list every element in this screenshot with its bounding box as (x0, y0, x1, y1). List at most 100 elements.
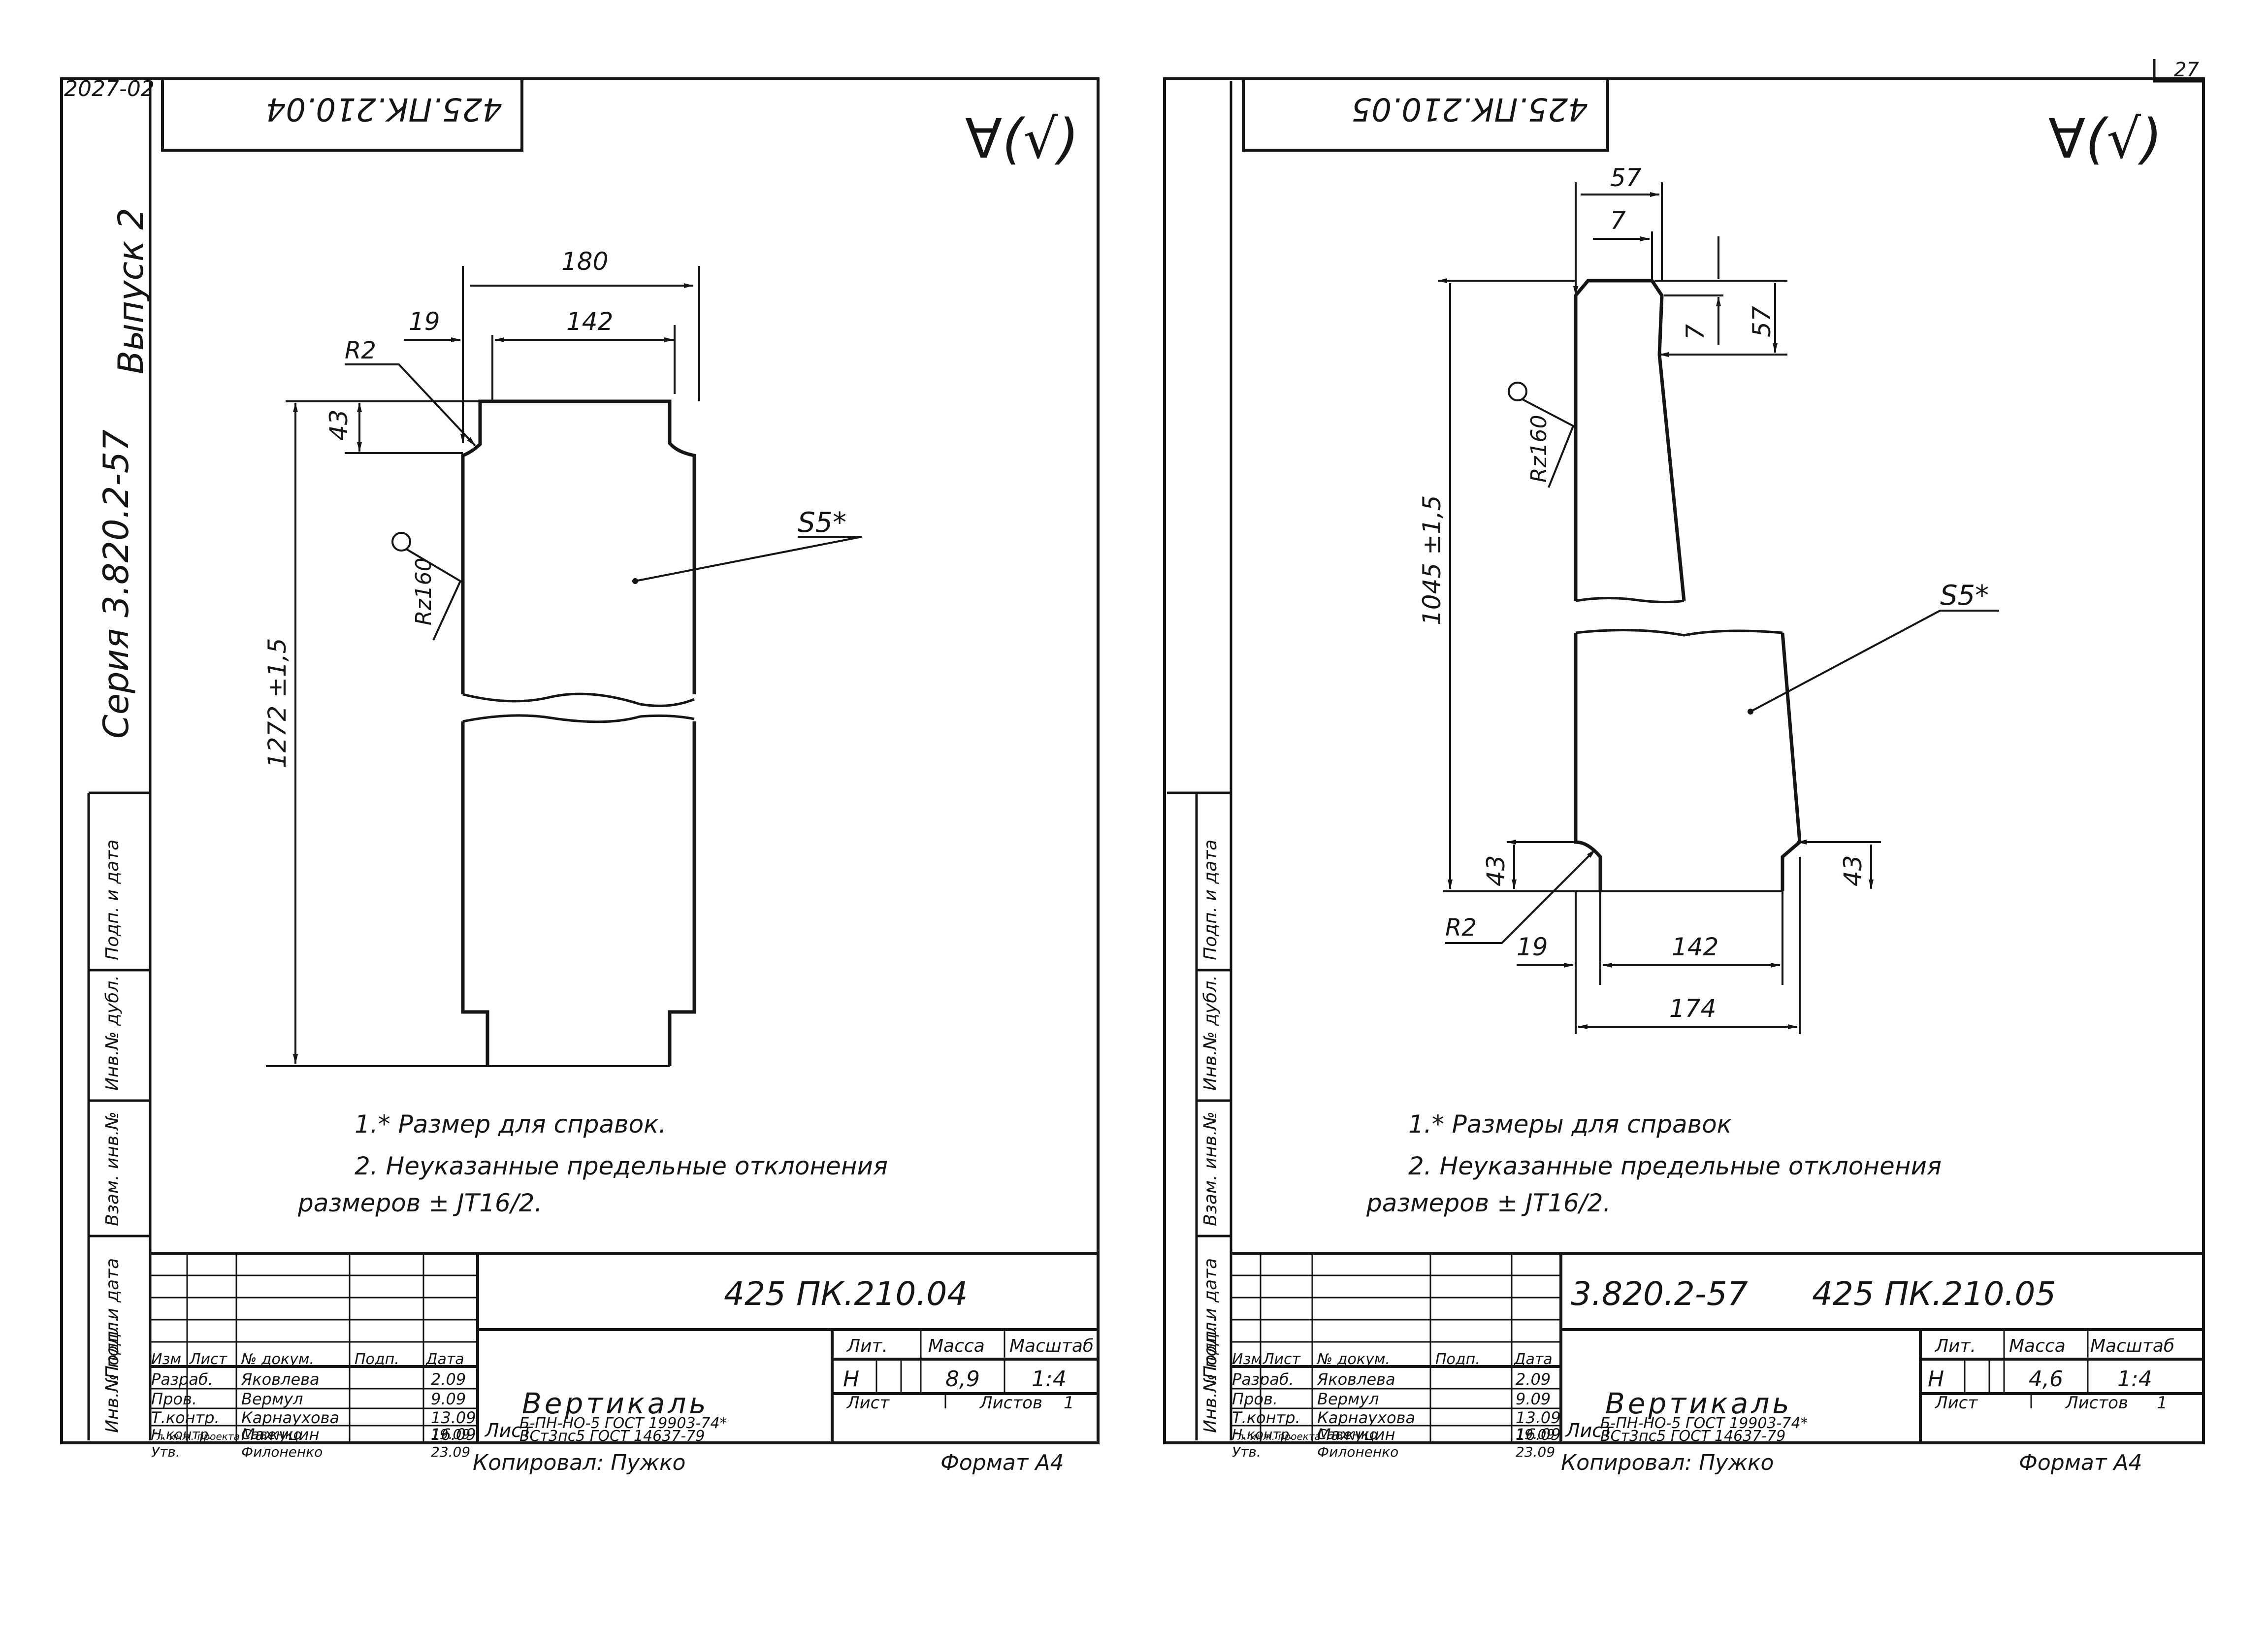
right-stamp-mirrored: 425.ПК.210.05 (1352, 91, 1588, 127)
dim-notch-left: 43 (1482, 855, 1510, 886)
svg-text:9.09: 9.09 (1516, 1390, 1551, 1408)
left-material: Лист Б-ПН-НО-5 ГОСТ 19903-74* ВСт3пс5 ГО… (485, 1415, 727, 1445)
svg-text:Подп. и дата: Подп. и дата (102, 1258, 123, 1379)
dim-width: 180 (561, 247, 608, 276)
dim-offset: 19 (409, 307, 440, 336)
right-dimensions: 57 7 7 57 1045 ±1,5 Rz160 S5* 43 43 R2 (1418, 163, 1999, 1034)
dim-top-h: 57 (1748, 306, 1776, 337)
svg-text:Вермул: Вермул (1317, 1390, 1379, 1408)
right-note-2: 2. Неуказанные предельные отклонения (1408, 1152, 1942, 1180)
left-mass: 8,9 (945, 1367, 980, 1392)
left-frame (60, 77, 1100, 1444)
svg-text:Яковлева: Яковлева (241, 1370, 320, 1389)
left-approval-rows: Н.контр. Савенко 19.09 (151, 1426, 471, 1442)
left-part-name: Вертикаль (522, 1387, 709, 1420)
left-stamp-mirrored: 425.ПК.210.04 (266, 91, 502, 127)
svg-text:№ докум.: № докум. (240, 1351, 314, 1368)
right-roughness-symbol: ∀(√) (2048, 107, 2162, 170)
left-scale: 1:4 (1032, 1367, 1067, 1392)
right-note-1: 1.* Размеры для справок (1408, 1110, 1732, 1139)
svg-text:Лист: Лист (846, 1393, 890, 1413)
left-side-strip: Инв.№ подл. Подп. и дата Взам. инв.№ Инв… (87, 791, 150, 1440)
dim-top: 57 (1610, 163, 1642, 192)
left-stamp-box (161, 77, 523, 152)
dim-thickness: S5* (798, 507, 846, 539)
svg-text:13.09: 13.09 (431, 1408, 476, 1427)
svg-text:Т.контр.: Т.контр. (1232, 1408, 1300, 1427)
right-note-3: размеров ± JT16/2. (1366, 1189, 1611, 1217)
right-approval-rows: Н.контр. Савенко 19.09 (1232, 1426, 1555, 1442)
svg-text:16.09: 16.09 (1516, 1425, 1561, 1444)
svg-text:Масштаб: Масштаб (1009, 1336, 1094, 1356)
right-title-block: 3.820.2-57 425 ПК.210.05 Вертикаль Изм Л… (1231, 1252, 2203, 1444)
svg-text:2.09: 2.09 (431, 1370, 466, 1389)
svg-text:1: 1 (1064, 1393, 1074, 1413)
right-format: Формат А4 (2019, 1450, 2142, 1475)
svg-text:1: 1 (2157, 1393, 2168, 1413)
svg-text:Взам. инв.№: Взам. инв.№ (102, 1111, 123, 1226)
svg-text:Пров.: Пров. (151, 1390, 197, 1408)
svg-text:Подп. и дата: Подп. и дата (102, 840, 123, 960)
svg-text:Подп.: Подп. (355, 1351, 399, 1368)
svg-text:Т.контр.: Т.контр. (151, 1408, 220, 1427)
svg-text:Масса: Масса (928, 1336, 985, 1356)
left-part-outline (461, 399, 696, 1066)
svg-text:Лист: Лист (1263, 1351, 1301, 1368)
dim-chamfer-w: 7 (1610, 206, 1626, 235)
svg-text:Взам. инв.№: Взам. инв.№ (1200, 1111, 1221, 1226)
svg-text:Листов: Листов (979, 1393, 1042, 1413)
right-designation-series: 3.820.2-57 (1571, 1275, 1748, 1313)
svg-text:Пров.: Пров. (1232, 1390, 1278, 1408)
left-notes: 1.* Размер для справок. 2. Неуказанные п… (297, 1110, 888, 1217)
right-stamp-box (1242, 77, 1609, 152)
dim-height: 1272 ±1,5 (263, 638, 292, 768)
left-lit: Н (843, 1367, 859, 1392)
right-sheet: 425.ПК.210.05 ∀(√) Инв.№ подл. Подп. и д… (1163, 77, 2205, 1475)
svg-text:Лит.: Лит. (846, 1336, 888, 1356)
svg-text:Разраб.: Разраб. (151, 1370, 213, 1389)
right-mass: 4,6 (2029, 1367, 2063, 1392)
svg-text:Масштаб: Масштаб (2090, 1336, 2174, 1356)
dim-height: 1045 ±1,5 (1418, 495, 1446, 625)
svg-text:Вермул: Вермул (241, 1390, 303, 1408)
dim-radius: R2 (345, 337, 376, 364)
svg-text:Мажуцин: Мажуцин (1317, 1425, 1395, 1444)
svg-text:Лист: Лист (189, 1351, 228, 1368)
svg-text:Яковлева: Яковлева (1317, 1370, 1395, 1389)
right-designation: 425 ПК.210.05 (1812, 1275, 2056, 1313)
svg-text:Изм: Изм (151, 1351, 181, 1368)
dim-radius-right: R2 (1445, 914, 1477, 942)
dim-roughness-right: Rz160 (1526, 415, 1552, 483)
svg-text:Мажуцин: Мажуцин (241, 1425, 319, 1444)
svg-text:2.09: 2.09 (1516, 1370, 1551, 1389)
left-copied-by: Копировал: Пужко (473, 1450, 685, 1475)
dim-notch: 43 (324, 409, 353, 441)
dim-notch-right: 43 (1839, 855, 1867, 886)
svg-text:Гл. инж. проекта: Гл. инж. проекта (151, 1431, 240, 1442)
svg-text:Изм: Изм (1232, 1351, 1262, 1368)
svg-text:Инв.№ подл.: Инв.№ подл. (1200, 1316, 1221, 1433)
svg-text:13.09: 13.09 (1516, 1408, 1561, 1427)
left-sheet: 425.ПК.210.04 ∀(√) Серия 3.820.2-57 Выпу… (60, 77, 1100, 1475)
right-copied-by: Копировал: Пужко (1561, 1450, 1774, 1475)
svg-text:№ докум.: № докум. (1316, 1351, 1390, 1368)
dim-slot: 142 (566, 307, 613, 336)
archive-code: 2027-02 (64, 76, 155, 101)
svg-text:Подп. и дата: Подп. и дата (1200, 840, 1221, 960)
svg-text:Лист: Лист (1934, 1393, 1978, 1413)
svg-text:Инв.№ дубл.: Инв.№ дубл. (1200, 975, 1221, 1091)
svg-text:Листов: Листов (2065, 1393, 2128, 1413)
svg-text:Лит.: Лит. (1934, 1336, 1976, 1356)
dim-width-right: 174 (1669, 994, 1716, 1023)
right-lit: Н (1928, 1367, 1944, 1392)
left-note-2: 2. Неуказанные предельные отклонения (355, 1152, 888, 1180)
dim-offset-right: 19 (1517, 933, 1548, 961)
right-notes: 1.* Размеры для справок 2. Неуказанные п… (1366, 1110, 1942, 1217)
dim-chamfer-h: 7 (1681, 324, 1710, 340)
left-roughness-symbol: ∀(√) (965, 107, 1079, 170)
svg-text:Разраб.: Разраб. (1232, 1370, 1294, 1389)
right-part-name: Вертикаль (1605, 1387, 1792, 1420)
left-title-block: 425 ПК.210.04 Вертикаль Изм Лист № докум… (150, 1252, 1098, 1444)
right-material: Лист Б-ПН-НО-5 ГОСТ 19903-74* ВСт3пс5 ГО… (1566, 1415, 1808, 1445)
